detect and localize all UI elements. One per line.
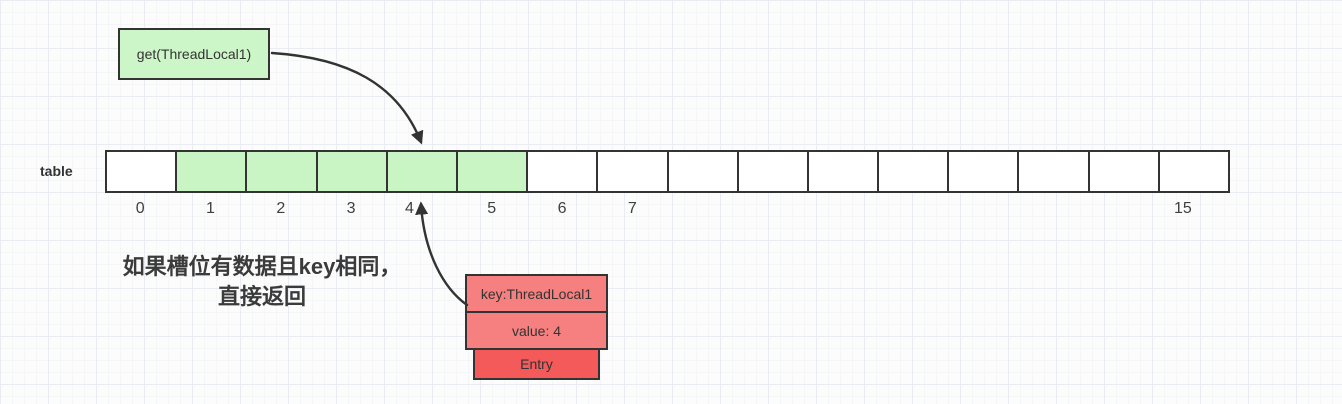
table-cell-6: [528, 152, 599, 191]
table-cell-12: [949, 152, 1020, 191]
table-cell-14: [1089, 152, 1160, 191]
hash-table: [105, 150, 1230, 193]
index-label-15: 15: [1173, 200, 1192, 217]
index-label-6: 6: [557, 200, 567, 217]
entry-value-label: value: 4: [511, 322, 562, 339]
get-call-box: get(ThreadLocal1): [118, 28, 270, 80]
table-label: table: [40, 163, 73, 179]
entry-key-label: key:ThreadLocal1: [480, 285, 593, 302]
table-cell-11: [879, 152, 950, 191]
table-cell-7: [598, 152, 669, 191]
get-call-label: get(ThreadLocal1): [136, 46, 252, 62]
index-label-0: 0: [135, 200, 145, 217]
table-cell-15: [1159, 152, 1228, 191]
entry-box: Entry: [473, 348, 600, 380]
entry-value-box: value: 4: [465, 311, 608, 350]
index-label-2: 2: [276, 200, 286, 217]
table-cell-1: [177, 152, 248, 191]
entry-box-label: Entry: [520, 356, 553, 372]
index-label-4: 4: [404, 200, 414, 217]
entry-to-slot4-arrow: [415, 201, 469, 307]
table-cell-8: [668, 152, 739, 191]
note-line-2: 直接返回: [217, 284, 306, 309]
index-label-3: 3: [346, 200, 356, 217]
get-to-slot4-arrow: [270, 51, 424, 145]
table-cell-0: [107, 152, 178, 191]
index-label-7: 7: [627, 200, 637, 217]
index-label-1: 1: [206, 200, 215, 217]
table-cell-5: [457, 152, 529, 191]
table-cell-13: [1019, 152, 1090, 191]
table-cell-3: [317, 152, 388, 191]
table-cell-2: [247, 152, 318, 191]
note-text: 如果槽位有数据且key相同， 直接返回: [112, 252, 412, 312]
note-line-1: 如果槽位有数据且key相同，: [122, 254, 402, 279]
table-cell-4: [387, 152, 458, 191]
index-label-5: 5: [487, 200, 497, 217]
table-cell-9: [738, 152, 809, 191]
entry-key-box: key:ThreadLocal1: [465, 274, 608, 313]
table-cell-10: [808, 152, 880, 191]
